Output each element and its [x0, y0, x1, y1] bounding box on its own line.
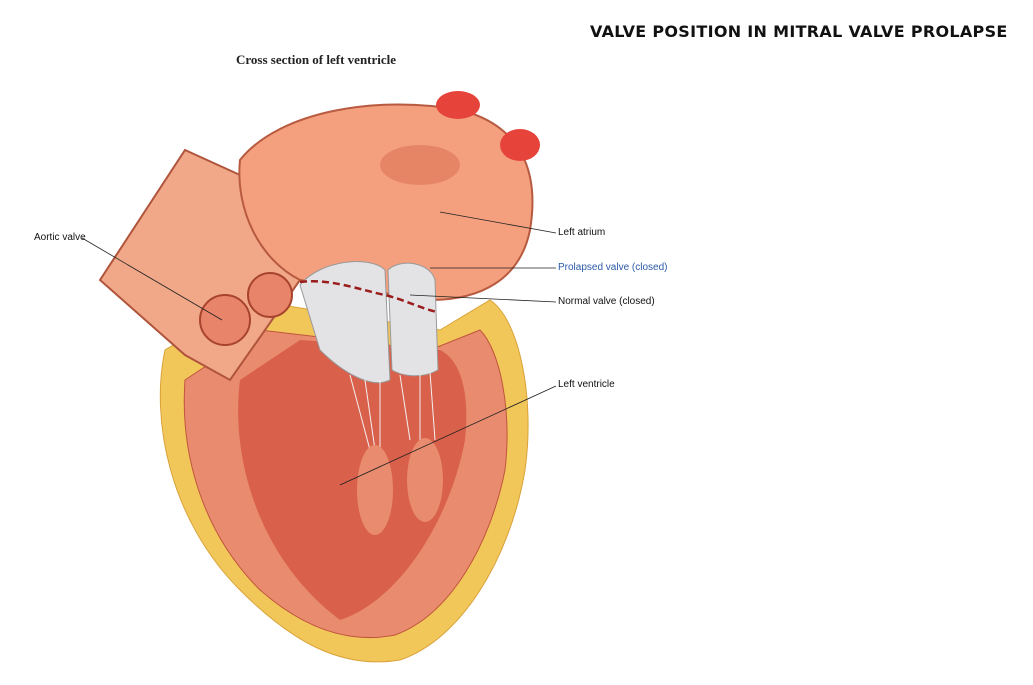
label-prolapsed-valve: Prolapsed valve (closed)	[558, 262, 668, 273]
label-aortic-valve: Aortic valve	[34, 232, 86, 243]
ventricle-cavity	[238, 340, 467, 620]
label-left-atrium: Left atrium	[558, 227, 606, 238]
label-normal-valve: Normal valve (closed)	[558, 296, 655, 307]
left-atrium	[238, 103, 534, 302]
diagram-title: VALVE POSITION IN MITRAL VALVE PROLAPSE	[590, 22, 1008, 41]
prolapsed-valve-line	[299, 280, 438, 314]
mitral-leaflet-posterior	[387, 262, 439, 377]
diagram-subtitle: Cross section of left ventricle	[236, 52, 397, 67]
label-left-ventricle: Left ventricle	[558, 379, 615, 390]
